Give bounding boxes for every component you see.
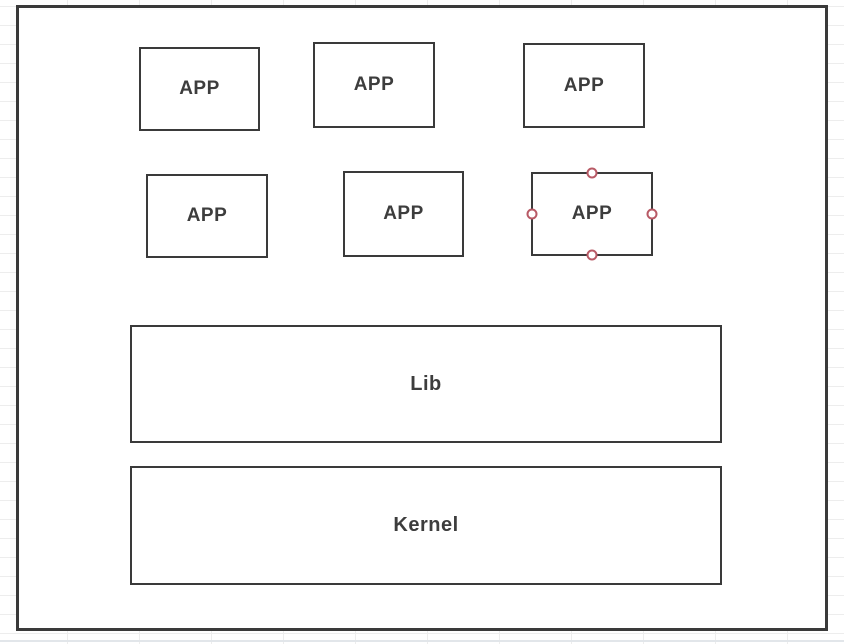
app-box-2-label: APP [353,74,395,95]
connection-point-left-icon[interactable] [526,208,538,220]
app-box-6-label: APP [571,203,613,224]
app-box-3-label: APP [563,74,605,96]
connection-point-top-icon[interactable] [586,167,598,179]
app-box-4-label: APP [186,205,228,226]
app-box-3[interactable]: APP [523,43,645,128]
lib-box[interactable]: Lib [130,325,722,443]
connection-point-right-icon[interactable] [646,208,658,220]
app-box-5[interactable]: APP [343,171,464,257]
app-box-2[interactable]: APP [313,42,435,128]
app-box-1-label: APP [179,78,220,99]
app-box-4[interactable]: APP [146,174,268,258]
kernel-box-label: Kernel [393,514,459,536]
grid-row-line [0,640,844,642]
app-box-1[interactable]: APP [139,47,260,131]
app-box-6-selected[interactable]: APP [526,167,658,261]
kernel-box[interactable]: Kernel [130,466,722,585]
lib-box-label: Lib [410,372,442,395]
app-box-5-label: APP [383,203,424,224]
connection-point-bottom-icon[interactable] [586,249,598,261]
